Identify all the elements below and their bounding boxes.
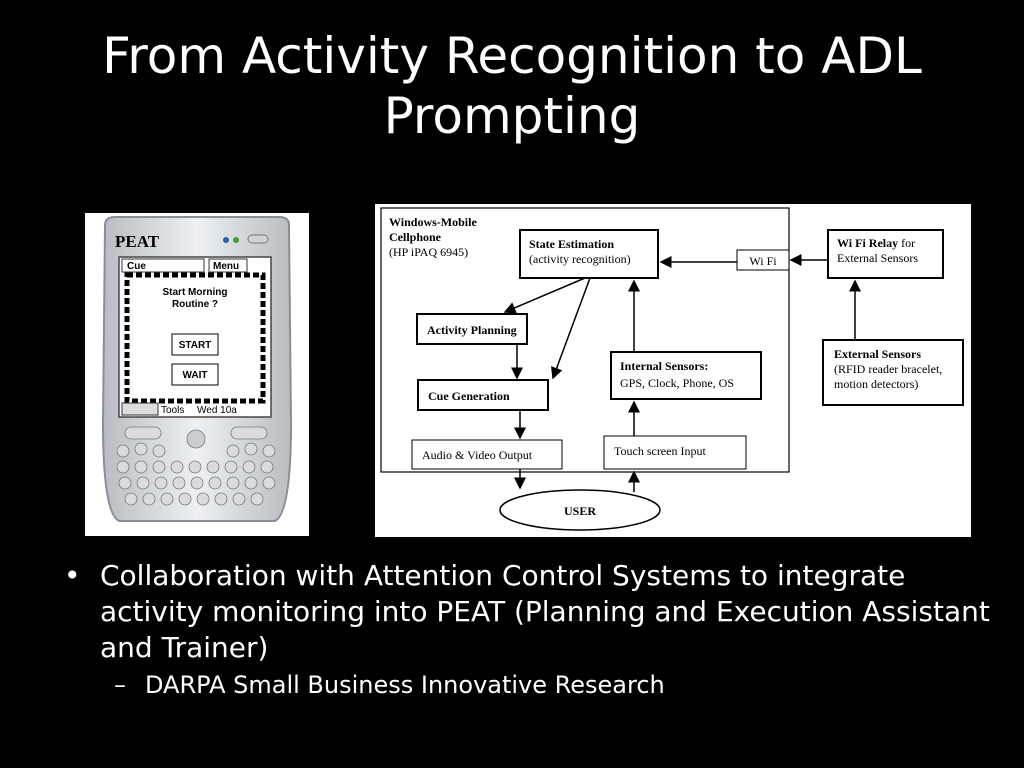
activity-planning-box	[416, 313, 528, 345]
cue-generation-label: Cue Generation	[428, 389, 510, 403]
touch-input-box	[603, 435, 747, 470]
bullet-list: • Collaboration with Attention Control S…	[60, 558, 1000, 702]
external-sensors-line3: motion detectors)	[834, 377, 918, 391]
wifi-relay-line2: External Sensors	[837, 251, 918, 265]
wifi-relay-bold: Wi Fi Relay	[837, 236, 898, 250]
prompt-line1: Start Morning	[163, 287, 228, 298]
screen-dashed-frame	[124, 272, 266, 404]
audio-video-box	[411, 439, 563, 470]
phone-keypad[interactable]	[116, 426, 276, 506]
keyboard-icon[interactable]	[121, 402, 159, 416]
system-diagram: Windows-Mobile Cellphone (HP iPAQ 6945) …	[375, 204, 971, 537]
tools-label[interactable]: Tools	[161, 405, 184, 416]
phone-brand: PEAT	[115, 232, 160, 251]
state-estimation-box	[519, 229, 659, 279]
sub-bullet-text: DARPA Small Business Innovative Research	[145, 671, 665, 699]
state-estimation-title: State Estimation	[529, 237, 614, 251]
internal-sensors-box	[610, 351, 762, 400]
cue-tab[interactable]	[121, 258, 205, 273]
wait-button[interactable]	[171, 363, 219, 386]
sub-bullet-dash-icon: –	[114, 671, 126, 699]
device-line1: Windows-Mobile	[389, 215, 477, 229]
internal-sensors-title: Internal Sensors:	[620, 359, 708, 373]
led-green-icon	[233, 237, 239, 243]
peat-phone-image: PEAT Cue Menu Start Morning Routine ? ST…	[85, 213, 309, 536]
bullet-item: • Collaboration with Attention Control S…	[60, 558, 1000, 666]
prompt-line2: Routine ?	[172, 299, 218, 310]
external-sensors-title: External Sensors	[834, 347, 921, 361]
slide-title-line1: From Activity Recognition to ADL	[102, 27, 922, 85]
bullet-main-text: Collaboration with Attention Control Sys…	[100, 559, 990, 664]
start-button[interactable]	[171, 333, 219, 356]
slide-title: From Activity Recognition to ADL Prompti…	[0, 26, 1024, 146]
user-ellipse	[499, 489, 661, 531]
arrow-state-to-cue	[551, 277, 591, 380]
wifi-relay-rest: for	[898, 236, 915, 250]
wifi-relay-line1: Wi Fi Relay for	[837, 236, 915, 250]
menu-tab[interactable]	[208, 258, 248, 273]
arrow-state-to-planning	[503, 277, 586, 314]
date-label: Wed 10a	[197, 405, 237, 416]
wifi-label: Wi Fi	[749, 254, 777, 268]
external-sensors-box	[822, 339, 964, 406]
user-label: USER	[564, 504, 596, 518]
internal-sensors-list: GPS, Clock, Phone, OS	[620, 376, 734, 390]
touch-input-label: Touch screen Input	[614, 444, 706, 458]
bullet-dot-icon: •	[64, 559, 81, 592]
diagram-arrows	[503, 254, 861, 492]
device-line2: Cellphone	[389, 230, 442, 244]
wifi-box	[736, 249, 790, 271]
led-blue-icon	[223, 237, 229, 243]
start-button-label: START	[179, 340, 212, 351]
audio-video-label: Audio & Video Output	[422, 448, 533, 462]
external-sensors-line2: (RFID reader bracelet,	[834, 362, 942, 376]
wait-button-label: WAIT	[183, 370, 208, 381]
menu-tab-label: Menu	[213, 261, 239, 272]
device-boundary	[380, 207, 790, 473]
cue-generation-box	[417, 379, 549, 411]
sub-bullet-item: – DARPA Small Business Innovative Resear…	[60, 668, 1000, 702]
speaker-icon	[247, 234, 269, 244]
activity-planning-label: Activity Planning	[427, 323, 517, 337]
cue-tab-label: Cue	[127, 261, 146, 272]
slide-title-line2: Prompting	[383, 87, 641, 145]
device-line3: (HP iPAQ 6945)	[389, 245, 468, 259]
wifi-relay-box	[827, 229, 944, 279]
state-estimation-sub: (activity recognition)	[529, 252, 631, 266]
